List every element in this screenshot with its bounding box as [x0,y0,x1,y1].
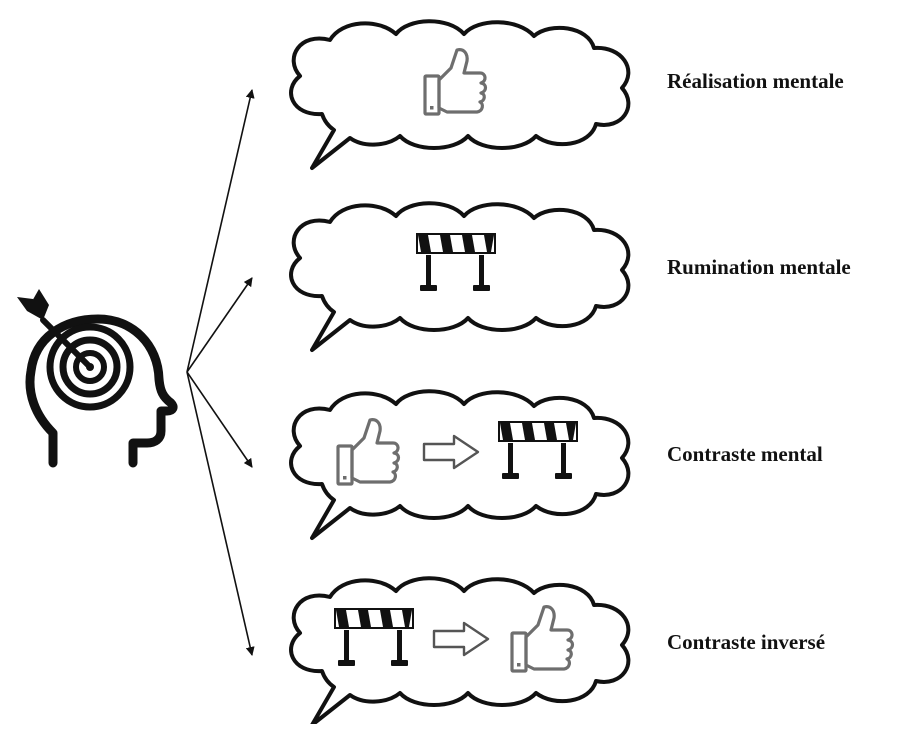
thought-bubble-1 [289,19,631,170]
cloud-outline [289,576,631,727]
label-rumination-mentale: Rumination mentale [667,255,851,279]
connector-arrows [186,89,255,656]
label-contraste-inverse: Contraste inversé [667,630,826,654]
arrow-to-bubble-2 [186,277,253,373]
arrow-to-bubble-1 [186,89,255,373]
thought-bubble-4 [289,576,631,727]
cloud-outline [289,19,631,170]
thought-bubble-2 [289,201,631,352]
label-contraste-mental: Contraste mental [667,442,823,466]
arrow-to-bubble-4 [186,371,255,656]
arrow-to-bubble-3 [186,371,253,468]
thought-bubble-3 [289,389,631,540]
thought-bubbles [289,19,631,727]
head-with-target-icon [17,289,178,468]
cloud-outline [289,201,631,352]
label-realisation-mentale: Réalisation mentale [667,69,844,93]
